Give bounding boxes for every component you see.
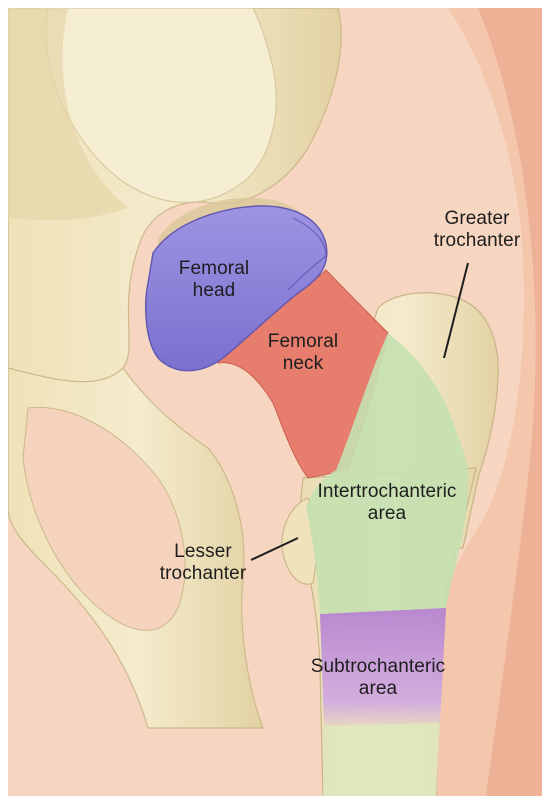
intertrochanteric-region	[306, 333, 469, 614]
label-intertrochanteric-area: Intertrochanteric area	[317, 481, 457, 524]
thigh-outer-edge	[478, 8, 542, 796]
label-lesser-trochanter: Lesser trochanter	[159, 541, 247, 584]
thigh-skin-shading	[338, 8, 542, 796]
distal-shaft	[323, 723, 440, 796]
lesser-trochanter-leader-line	[250, 537, 299, 561]
label-greater-trochanter: Greater trochanter	[433, 208, 521, 251]
femoral-head-rim	[287, 217, 327, 291]
label-femoral-head: Femoral head	[178, 258, 250, 301]
label-subtrochanteric-area: Subtrochanteric area	[310, 656, 446, 699]
subtrochanteric-region	[320, 608, 446, 726]
obturator-foramen	[22, 406, 186, 631]
hip-femur-illustration	[8, 8, 542, 796]
greater-trochanter-leader-line	[443, 262, 469, 359]
label-femoral-neck: Femoral neck	[267, 331, 339, 374]
anatomy-figure: Femoral head Femoral neck Greater trocha…	[8, 8, 542, 796]
pelvis-rim-shadow	[8, 8, 128, 220]
femoral-head-region	[145, 205, 328, 372]
